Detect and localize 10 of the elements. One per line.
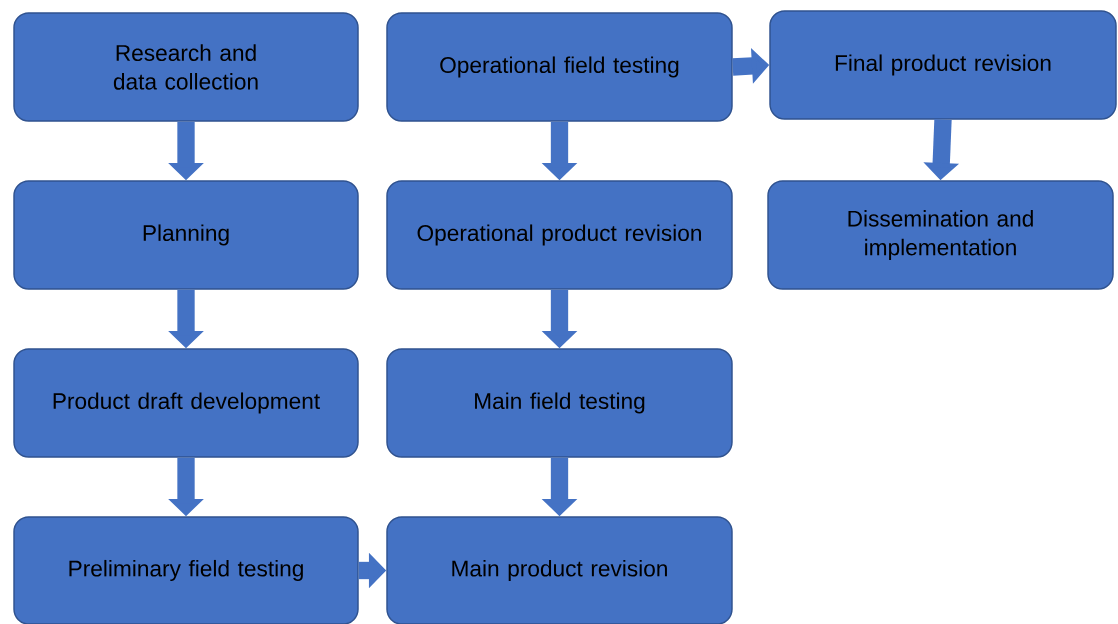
- process-box: Final product revision: [769, 10, 1117, 120]
- process-box: Planning: [13, 180, 359, 290]
- process-box: Research and data collection: [13, 12, 359, 122]
- process-box: Operational product revision: [386, 180, 733, 290]
- process-box: Operational field testing: [386, 12, 733, 122]
- process-box: Product draft development: [13, 348, 359, 458]
- process-box: Main product revision: [386, 516, 733, 624]
- process-box: Dissemination and implementation: [767, 180, 1114, 290]
- process-box: Main field testing: [386, 348, 733, 458]
- process-box: Preliminary field testing: [13, 516, 359, 624]
